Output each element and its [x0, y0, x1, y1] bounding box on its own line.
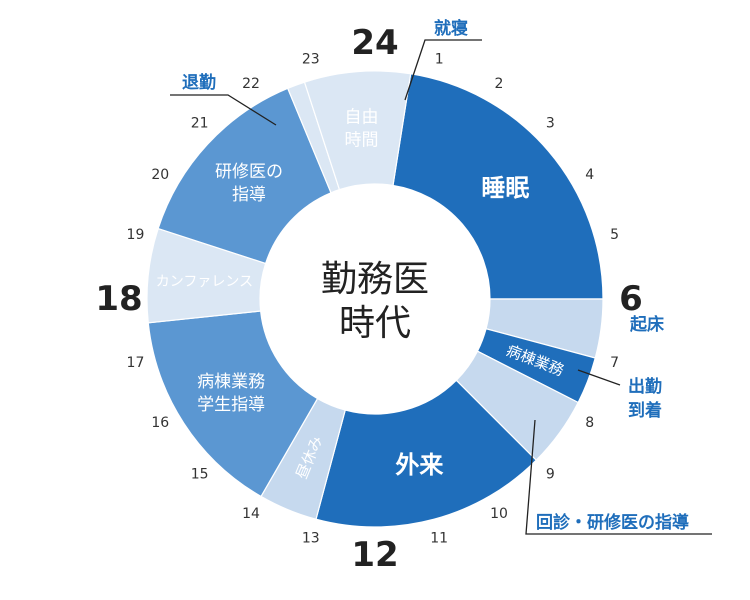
hour-label-6: 6	[619, 279, 643, 319]
hour-label-10: 10	[490, 506, 508, 522]
hour-label-11: 11	[430, 531, 448, 547]
segment-label-7: カンファレンス	[156, 274, 253, 290]
hour-label-21: 21	[191, 116, 209, 132]
annotation-2: 起床	[629, 314, 665, 335]
segment-label-line: カンファレンス	[156, 274, 253, 290]
annotation-4: 回診・研修医の指導	[536, 512, 689, 533]
hub-layer: 勤務医 時代	[261, 185, 489, 413]
annotation-line: 就寝	[434, 18, 468, 39]
hour-label-5: 5	[610, 227, 619, 243]
segment-label-10: 自由時間	[345, 108, 379, 151]
segments-layer	[146, 70, 604, 528]
hour-label-23: 23	[302, 51, 320, 67]
hour-label-8: 8	[585, 415, 594, 431]
segment-6	[147, 310, 319, 498]
hour-label-13: 13	[302, 531, 320, 547]
annotation-line: 退勤	[182, 73, 216, 93]
hour-label-14: 14	[242, 506, 260, 522]
hour-label-9: 9	[546, 466, 555, 482]
chart-title-line-2: 時代	[339, 303, 411, 344]
annotation-leader-0	[404, 39, 482, 101]
hour-label-3: 3	[546, 116, 555, 132]
hour-label-17: 17	[127, 355, 145, 371]
segment-label-6: 病棟業務学生指導	[197, 372, 265, 415]
hour-label-18: 18	[95, 279, 142, 319]
segment-label-line: 学生指導	[197, 395, 265, 415]
segment-label-line: 研修医の	[215, 162, 283, 182]
segment-label-4: 外来	[395, 451, 444, 479]
segment-0	[392, 73, 604, 300]
annotation-3: 出勤到着	[628, 376, 662, 421]
annotation-line: 到着	[628, 400, 662, 421]
segment-label-line: 睡眠	[481, 174, 529, 202]
hour-label-24: 24	[351, 23, 398, 63]
annotation-0: 就寝	[434, 18, 468, 39]
segment-4	[315, 379, 538, 528]
hour-label-19: 19	[127, 227, 145, 243]
segment-label-line: 病棟業務	[197, 372, 265, 392]
segment-label-0: 睡眠	[481, 174, 529, 202]
segment-label-line: 外来	[395, 451, 444, 479]
annotation-line: 起床	[629, 314, 665, 335]
annotation-1: 退勤	[182, 73, 216, 93]
annotation-leader-4	[525, 419, 712, 535]
annotation-line: 回診・研修医の指導	[536, 512, 689, 533]
annotation-leader-3	[577, 369, 621, 386]
center-hub	[261, 185, 489, 413]
chart-title-line-1: 勤務医	[321, 259, 429, 300]
hour-label-15: 15	[191, 466, 209, 482]
annotation-line: 出勤	[628, 376, 662, 397]
segment-10	[303, 70, 412, 191]
hour-label-22: 22	[242, 76, 260, 92]
hour-label-12: 12	[351, 535, 398, 575]
segment-label-line: 時間	[345, 130, 379, 150]
hour-label-2: 2	[495, 76, 504, 92]
hour-label-20: 20	[151, 167, 169, 183]
hour-label-4: 4	[585, 167, 594, 183]
hour-label-16: 16	[151, 415, 169, 431]
hour-label-1: 1	[435, 51, 444, 67]
hour-label-7: 7	[610, 355, 619, 371]
annotation-leader-1	[170, 94, 277, 126]
segment-label-8: 研修医の指導	[215, 162, 283, 205]
segment-label-line: 自由	[345, 108, 379, 128]
segment-label-line: 指導	[232, 185, 266, 205]
